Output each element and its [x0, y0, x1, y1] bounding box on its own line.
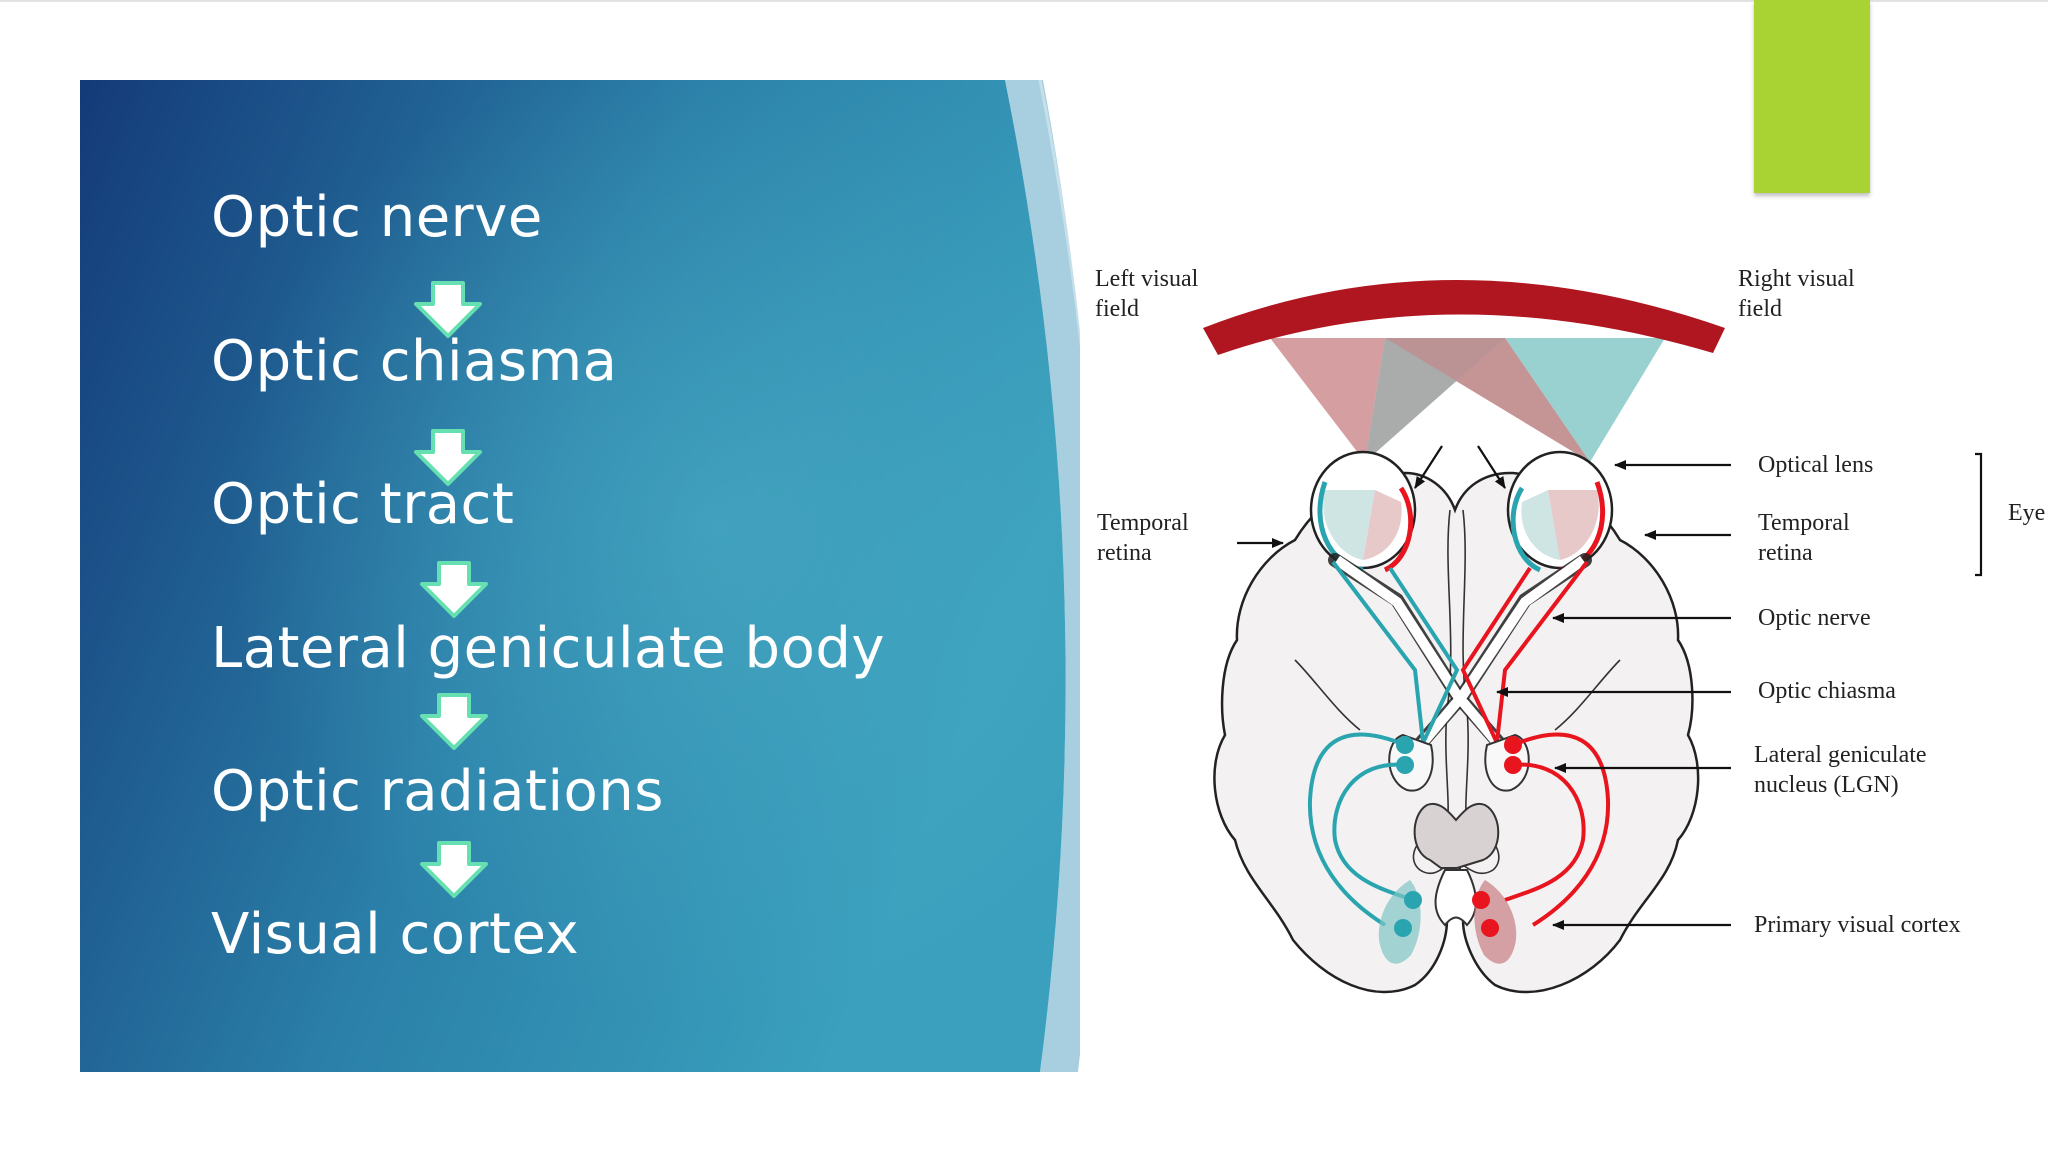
flow-panel: Optic nerve Optic chiasma Optic tract La…: [80, 80, 1080, 1072]
label-lgn: Lateral geniculate nucleus (LGN): [1754, 742, 1927, 798]
flow-step-optic-chiasma: Optic chiasma: [211, 329, 618, 394]
down-arrow-icon: [414, 429, 482, 486]
panel-background: [80, 80, 1080, 1072]
visual-field-arc: [1203, 280, 1725, 355]
top-border: [0, 0, 2048, 2]
optic-radiations: [1307, 732, 1611, 927]
flow-step-visual-cortex: Visual cortex: [211, 902, 580, 967]
flow-step-optic-tract: Optic tract: [211, 472, 515, 537]
label-optical-lens: Optical lens: [1758, 452, 1874, 478]
label-temporal-retina-right: Temporal retina: [1758, 510, 1850, 566]
flow-list: Optic nerve Optic chiasma Optic tract La…: [211, 80, 1071, 1072]
visual-pathway-illustration: [1203, 280, 1983, 994]
label-leader-arrows: [1496, 460, 1731, 930]
visual-pathway-diagram: Left visual field Right visual field Tem…: [1085, 240, 2048, 1030]
eye-bracket: [1975, 452, 1983, 577]
accent-bar: [1754, 0, 1870, 193]
label-optic-chiasma: Optic chiasma: [1758, 678, 1896, 704]
down-arrow-icon: [420, 693, 488, 750]
down-arrow-icon: [414, 281, 482, 338]
right-eye: [1506, 450, 1614, 573]
left-eye: [1309, 450, 1417, 573]
down-arrow-icon: [420, 561, 488, 618]
flow-step-optic-nerve: Optic nerve: [211, 185, 543, 250]
down-arrow-icon: [420, 841, 488, 898]
label-primary-visual-cortex: Primary visual cortex: [1754, 912, 1961, 938]
visual-field-cones: [1270, 338, 1665, 462]
label-right-visual-field: Right visual field: [1738, 266, 1855, 322]
midbrain: [1413, 802, 1500, 869]
flow-step-lateral-geniculate-body: Lateral geniculate body: [211, 616, 886, 681]
label-temporal-retina-left: Temporal retina: [1097, 510, 1189, 566]
eye-pointer-arrows: [1237, 445, 1506, 548]
primary-visual-cortex-areas: [1378, 880, 1517, 964]
label-left-visual-field: Left visual field: [1095, 266, 1199, 322]
ventricle: [1434, 869, 1477, 927]
flow-step-optic-radiations: Optic radiations: [211, 759, 664, 824]
label-eye: Eye: [2008, 500, 2046, 526]
label-optic-nerve: Optic nerve: [1758, 605, 1871, 631]
